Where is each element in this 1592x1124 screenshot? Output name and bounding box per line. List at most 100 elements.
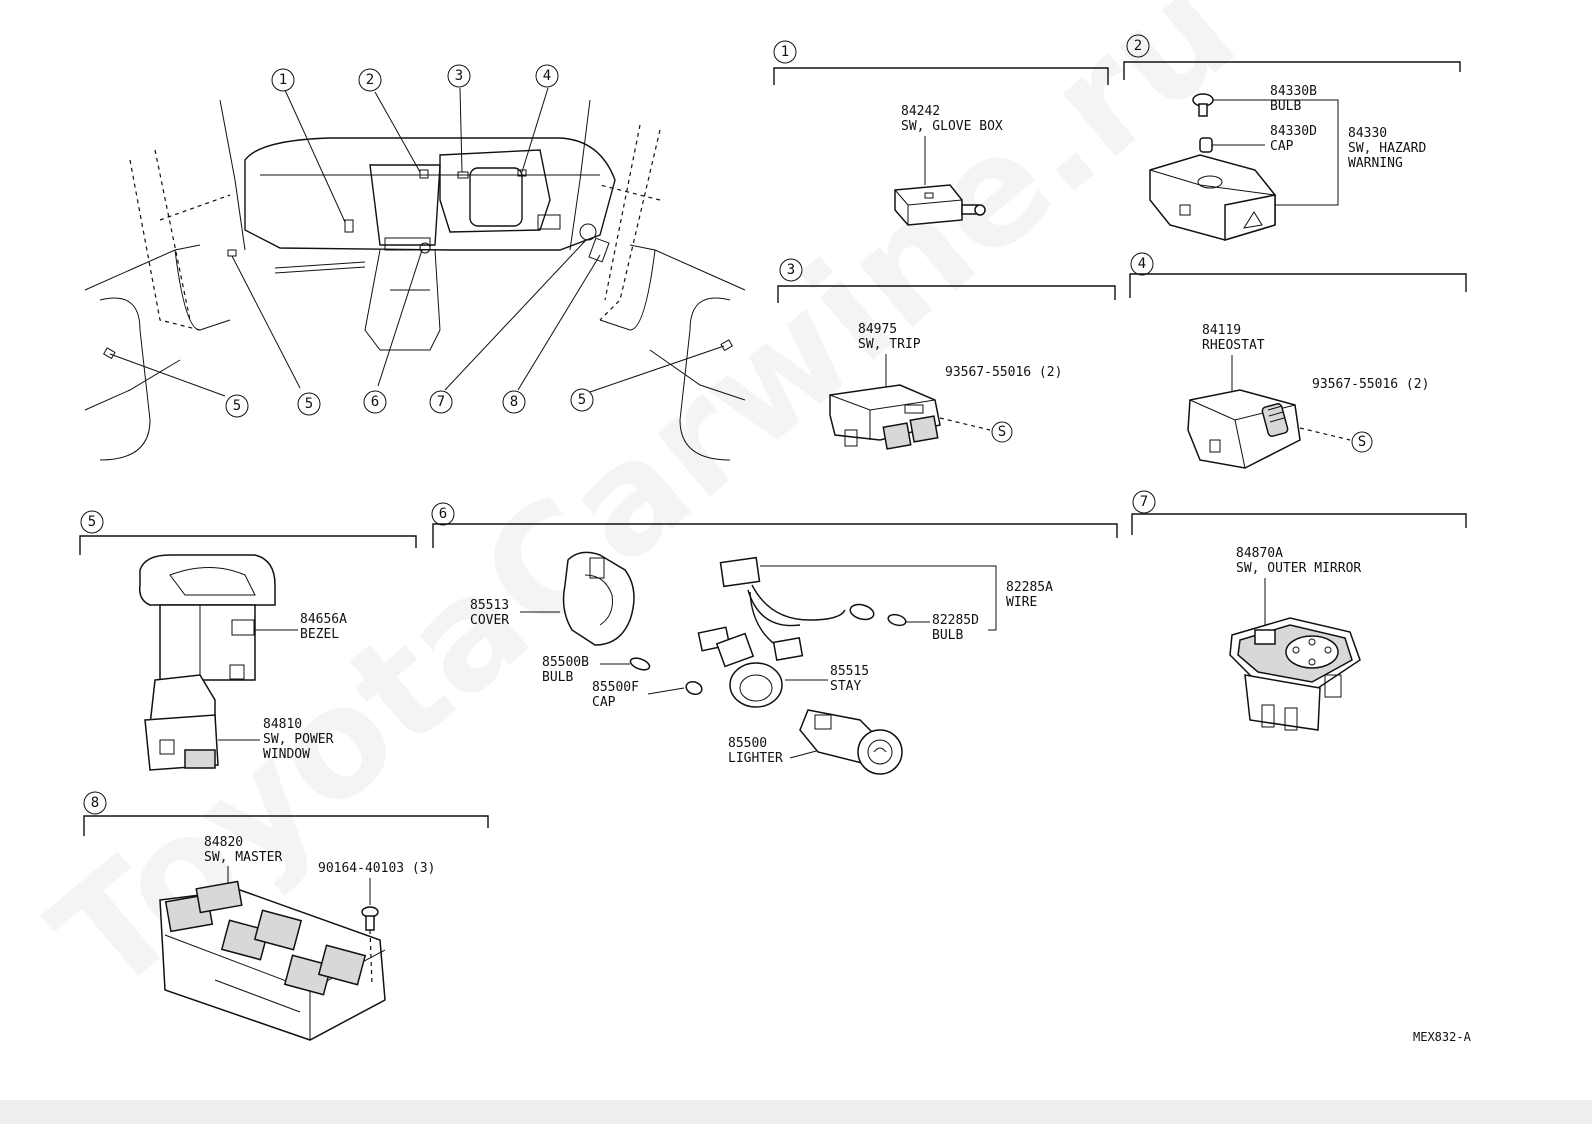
part-90164-number: 90164-40103 (3): [318, 861, 435, 876]
part-84330D-name: CAP: [1270, 139, 1294, 154]
part-84810-number: 84810: [263, 717, 302, 732]
part-84119-name: RHEOSTAT: [1202, 338, 1265, 353]
hazard-cap: [1199, 137, 1213, 153]
part-84119-number: 84119: [1202, 323, 1241, 338]
section-8: 8 84820 SW, MASTER 90164-40103 (3): [83, 791, 489, 1041]
part-85513-name: COVER: [470, 613, 509, 628]
rheostat: [1187, 389, 1301, 469]
section-8-label: 8: [91, 795, 99, 811]
part-93567-number-s4: 93567-55016 (2): [1312, 377, 1429, 392]
outer-mirror-switch: [1229, 617, 1361, 731]
part-84330-number: 84330: [1348, 126, 1387, 141]
lighter-stay: [715, 632, 783, 708]
overview-callout-4: 4: [535, 64, 559, 88]
master-switch: [159, 880, 386, 1041]
part-82285A-number: 82285A: [1006, 580, 1053, 595]
svg-text:1: 1: [279, 72, 287, 88]
part-84820-name: SW, MASTER: [204, 850, 282, 865]
part-82285D-number: 82285D: [932, 613, 979, 628]
part-84242-number: 84242: [901, 104, 940, 119]
svg-text:4: 4: [543, 68, 551, 84]
section-4-label: 4: [1138, 256, 1146, 272]
svg-text:7: 7: [437, 394, 445, 410]
svg-text:S: S: [1358, 434, 1366, 450]
overview-callout-2: 2: [358, 68, 382, 92]
svg-text:8: 8: [510, 394, 518, 410]
part-85500F-number: 85500F: [592, 680, 639, 695]
overview-callout-7: 7: [429, 390, 453, 414]
wire-bulb: [887, 613, 907, 627]
svg-text:S: S: [998, 424, 1006, 440]
hazard-switch: [1149, 154, 1276, 242]
lighter-bulb: [629, 657, 651, 671]
part-85500F-name: CAP: [592, 695, 616, 710]
part-84656A-number: 84656A: [300, 612, 347, 627]
part-84975-name: SW, TRIP: [858, 337, 921, 352]
part-84330B-number: 84330B: [1270, 84, 1317, 99]
part-84810-name: SW, POWER: [263, 732, 334, 747]
cigarette-lighter: [799, 709, 903, 775]
part-85513-number: 85513: [470, 598, 509, 613]
overview-dashboard: 1 2 3 4 5 5 6 7: [84, 64, 746, 461]
trip-switch: [829, 384, 941, 450]
part-82285D-name: BULB: [932, 628, 963, 643]
part-93567-number-s3: 93567-55016 (2): [945, 365, 1062, 380]
svg-text:2: 2: [366, 72, 374, 88]
part-84656A-name: BEZEL: [300, 627, 339, 642]
part-84330-name: SW, HAZARD: [1348, 141, 1426, 156]
section-5: 5 84656A BEZEL 84810 SW, POWER WINDOW: [79, 510, 417, 771]
overview-callout-5b: 5: [297, 392, 321, 416]
svg-text:5: 5: [578, 392, 586, 408]
part-84870A-name: SW, OUTER MIRROR: [1236, 561, 1361, 576]
hazard-bulb: [1192, 93, 1214, 117]
svg-text:5: 5: [233, 398, 241, 414]
overview-callout-5a: 5: [225, 394, 249, 418]
lighter-cap: [685, 680, 703, 696]
overview-callout-6: 6: [363, 390, 387, 414]
part-84242-name: SW, GLOVE BOX: [901, 119, 1003, 134]
part-84330D-number: 84330D: [1270, 124, 1317, 139]
screw-s4: S: [1351, 431, 1373, 453]
part-84330-name-2: WARNING: [1348, 156, 1403, 171]
section-3: 3 84975 SW, TRIP 93567-55016 (2) S: [777, 258, 1116, 450]
part-85515-name: STAY: [830, 679, 861, 694]
master-switch-screw: [361, 906, 379, 931]
part-85500-number: 85500: [728, 736, 767, 751]
section-6-label: 6: [439, 506, 447, 522]
power-window-switch: [144, 674, 219, 771]
svg-text:3: 3: [455, 68, 463, 84]
svg-text:5: 5: [305, 396, 313, 412]
lighter-cover: [562, 551, 635, 646]
part-85500B-number: 85500B: [542, 655, 589, 670]
section-6: 6 85513 COVER 85500B BULB 85500F CAP 822…: [431, 502, 1118, 775]
overview-callout-1: 1: [271, 68, 295, 92]
section-7: 7 84870A SW, OUTER MIRROR: [1131, 490, 1467, 731]
part-84330B-name: BULB: [1270, 99, 1301, 114]
section-2: 2 84330B BULB 84330D CAP 84330 SW, HAZAR…: [1123, 34, 1461, 242]
footer-band: [0, 1100, 1592, 1124]
part-82285A-name: WIRE: [1006, 595, 1037, 610]
glove-box-switch: [894, 184, 986, 226]
part-85500-name: LIGHTER: [728, 751, 783, 766]
section-4: 4 84119 RHEOSTAT 93567-55016 (2) S: [1129, 252, 1467, 469]
section-1: 1 84242 SW, GLOVE BOX: [773, 40, 1109, 226]
section-7-label: 7: [1140, 494, 1148, 510]
section-2-label: 2: [1134, 38, 1142, 54]
overview-callout-5c: 5: [570, 388, 594, 412]
part-85500B-name: BULB: [542, 670, 573, 685]
part-84975-number: 84975: [858, 322, 897, 337]
power-window-bezel: [138, 554, 276, 681]
part-84870A-number: 84870A: [1236, 546, 1283, 561]
section-5-label: 5: [88, 514, 96, 530]
screw-s3: S: [991, 421, 1013, 443]
section-1-label: 1: [781, 44, 789, 60]
part-85515-number: 85515: [830, 664, 869, 679]
overview-callout-8: 8: [502, 390, 526, 414]
diagram-code: MEX832-A: [1413, 1030, 1472, 1044]
overview-callout-3: 3: [447, 64, 471, 88]
part-84820-number: 84820: [204, 835, 243, 850]
svg-text:6: 6: [371, 394, 379, 410]
part-84810-name-2: WINDOW: [263, 747, 310, 762]
watermark-text: ToyotaCarwine.ru: [21, 0, 1267, 1028]
